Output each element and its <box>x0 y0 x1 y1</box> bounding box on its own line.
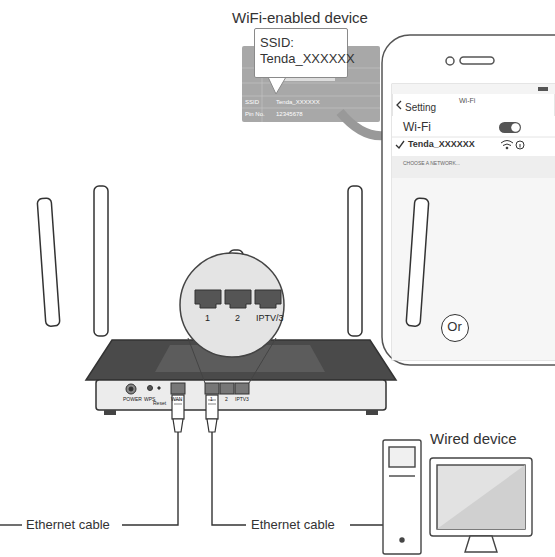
panel-label: Reset <box>153 401 166 407</box>
callout-bubble: SSID: Tenda_XXXXXX <box>254 28 348 78</box>
screen-title: Wi-Fi <box>459 97 475 105</box>
cable-label: Ethernet cable <box>25 518 111 532</box>
router-back-panel <box>96 380 386 410</box>
port-label: IPTV/3 <box>256 314 284 324</box>
sticker-text: SSID <box>245 99 259 106</box>
status-bar <box>392 84 555 94</box>
or-text: Or <box>447 320 461 334</box>
network-name: Tenda_XXXXXX <box>408 140 475 150</box>
cable-label: Ethernet cable <box>250 518 336 532</box>
sticker-text: Pin No. <box>245 111 265 118</box>
panel-label: 1 <box>210 397 213 403</box>
port-zoom <box>180 253 284 357</box>
heading: WiFi-enabled device <box>232 10 368 27</box>
antennas <box>37 186 429 360</box>
phone-screen <box>392 84 555 360</box>
cable-plugs <box>172 395 218 432</box>
sticker-text: 12345678 <box>276 111 303 118</box>
phone-screen-content: SettingWi-FiWi-FiTenda_XXXXXXCHOOSE A NE… <box>393 85 555 275</box>
wifi-toggle <box>499 122 521 133</box>
battery-icon <box>538 87 548 91</box>
port-label: 1 <box>205 314 210 324</box>
check-mark <box>396 141 404 148</box>
ethernet-cables <box>0 430 383 525</box>
wifi-row: Wi-Fi <box>403 121 431 134</box>
or-circle: Or <box>441 314 469 342</box>
panel-label: WAN <box>171 397 182 403</box>
screen-ground <box>392 178 555 360</box>
back-label: Setting <box>405 102 436 113</box>
phone-speaker <box>460 57 494 64</box>
callout-tail <box>268 77 286 94</box>
panel-label: 2 <box>225 397 228 403</box>
sticker-text: Tenda_XXXXXX <box>276 99 320 106</box>
callout-text: SSID: Tenda_XXXXXX <box>260 35 344 66</box>
wired-device: Wired device <box>380 428 555 556</box>
wifi-list <box>392 116 555 156</box>
back-chevron <box>397 101 401 109</box>
computer <box>383 440 532 554</box>
device-heading: Wired device <box>430 431 517 448</box>
network-header <box>392 156 555 178</box>
wifi-signal-icon <box>501 141 524 150</box>
port-label: 2 <box>235 314 240 324</box>
zoom-ports <box>195 290 281 308</box>
panel-label: POWER <box>123 397 142 403</box>
panel-ports <box>126 383 249 394</box>
phone-camera <box>446 57 454 65</box>
network-header: CHOOSE A NETWORK... <box>403 161 460 167</box>
phone-body <box>382 35 555 365</box>
panel-label: IPTV3 <box>235 397 249 403</box>
